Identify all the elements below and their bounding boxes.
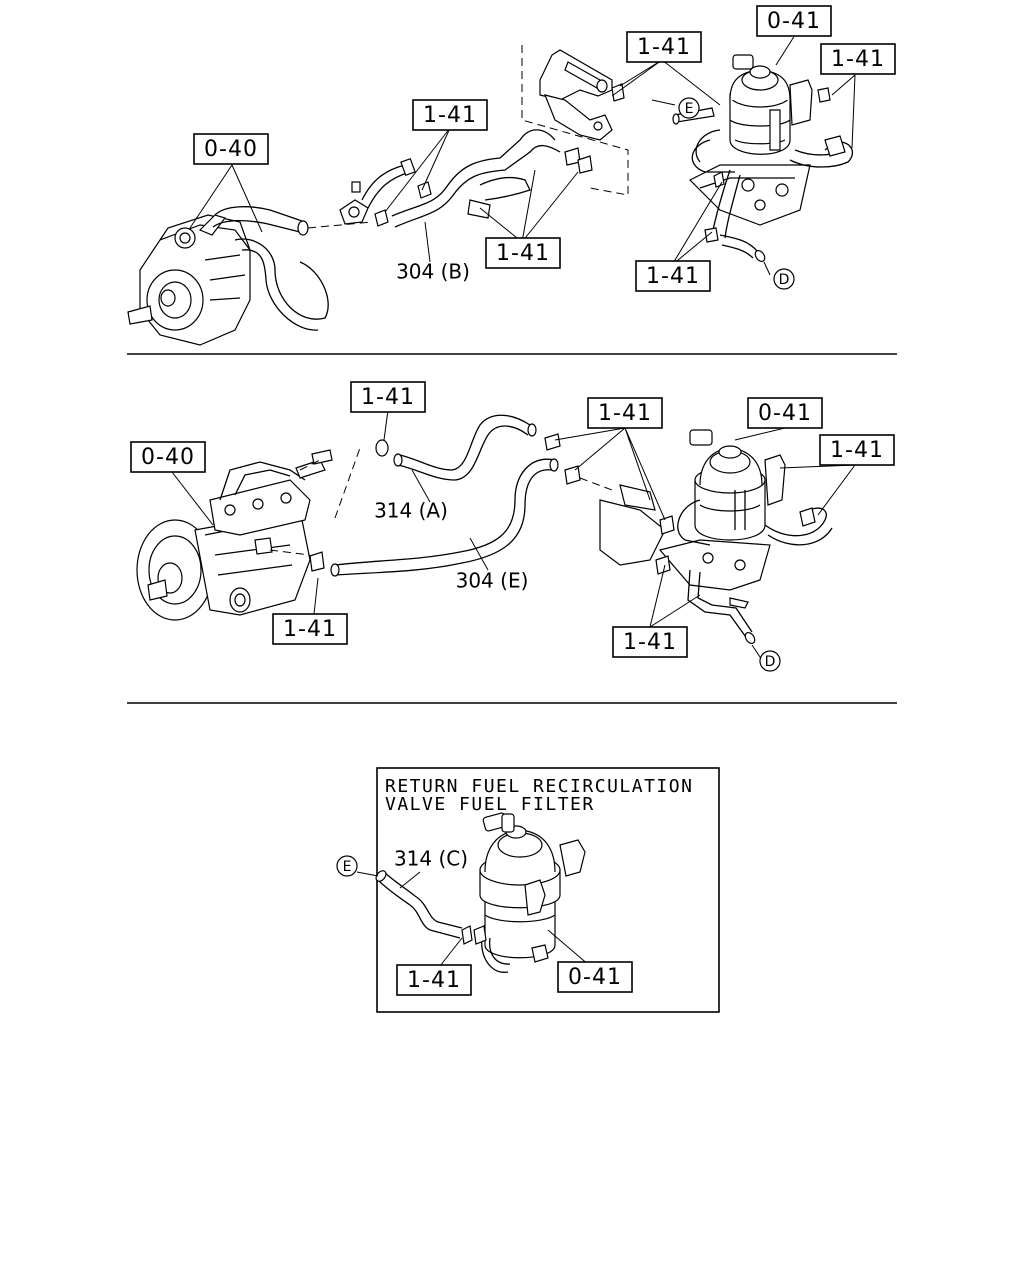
svg-text:D: D [765,654,776,670]
ref-label-1-41: 1-41 [612,626,688,658]
svg-text:1-41: 1-41 [598,401,652,426]
svg-text:0-40: 0-40 [204,137,258,162]
svg-text:0-41: 0-41 [767,9,821,34]
svg-text:1-41: 1-41 [623,630,677,655]
hose-304-e [309,458,559,577]
connector-e: E [336,855,358,877]
hose-314-a [375,414,537,481]
svg-text:1-41: 1-41 [361,385,415,410]
svg-text:1-41: 1-41 [646,264,700,289]
ref-label-1-41: 1-41 [412,99,488,131]
part-label-314-c: 314 (C) [394,847,468,871]
svg-text:1-41: 1-41 [830,438,884,463]
svg-text:E: E [343,859,352,875]
ref-label-0-41: 0-41 [756,5,832,37]
ref-label-1-41: 1-41 [272,613,348,645]
part-label-304-e: 304 (E) [456,569,529,593]
ref-label-1-41: 1-41 [626,31,702,63]
connector-d: D [759,650,781,672]
ref-label-1-41: 1-41 [587,397,663,429]
svg-text:1-41: 1-41 [423,103,477,128]
connector-e: E [678,97,700,119]
top-section: 0-40 1-41 1-41 1-41 0-41 1-41 1-41 304 (… [127,5,896,346]
ref-label-0-40: 0-40 [193,133,269,165]
injection-pump-drawing [127,206,373,346]
part-label-304-b: 304 (B) [396,260,470,284]
ref-label-1-41: 1-41 [485,237,561,269]
leader-lines-inset [356,871,591,967]
fuel-filter-inset [473,812,586,973]
clip-assembly [339,157,432,227]
svg-text:1-41: 1-41 [831,47,885,72]
ref-label-1-41: 1-41 [635,260,711,292]
middle-section: 0-40 1-41 1-41 0-41 1-41 1-41 1-41 314 (… [130,381,895,672]
svg-text:1-41: 1-41 [637,35,691,60]
leader-lines-top [189,34,856,276]
fuel-filter-middle [655,429,833,645]
ref-label-0-40: 0-40 [130,441,206,473]
ref-label-1-41: 1-41 [819,434,895,466]
inset-title-line2: VALVE FUEL FILTER [385,794,595,815]
mounting-bracket [521,45,629,196]
mounting-bracket [544,433,666,566]
ref-label-1-41: 1-41 [396,964,472,996]
svg-text:1-41: 1-41 [496,241,550,266]
injection-pump-drawing [136,447,361,621]
connector-d: D [773,268,795,290]
hose-304-b [391,129,556,217]
part-label-314-a: 314 (A) [374,499,448,523]
svg-text:1-41: 1-41 [283,617,337,642]
hose-314-c [375,870,473,945]
ref-label-1-41: 1-41 [350,381,426,413]
ref-label-1-41: 1-41 [820,43,896,75]
svg-text:0-41: 0-41 [568,965,622,990]
svg-text:1-41: 1-41 [407,968,461,993]
svg-text:0-40: 0-40 [141,445,195,470]
fuel-filter-top [672,54,853,263]
svg-text:D: D [779,272,790,288]
svg-text:E: E [685,101,694,117]
inset-section: RETURN FUEL RECIRCULATION VALVE FUEL FIL… [336,767,720,1013]
ref-label-0-41: 0-41 [747,397,823,429]
ref-label-0-41: 0-41 [557,961,633,993]
inset-title-line1: RETURN FUEL RECIRCULATION [385,776,693,797]
svg-text:0-41: 0-41 [758,401,812,426]
